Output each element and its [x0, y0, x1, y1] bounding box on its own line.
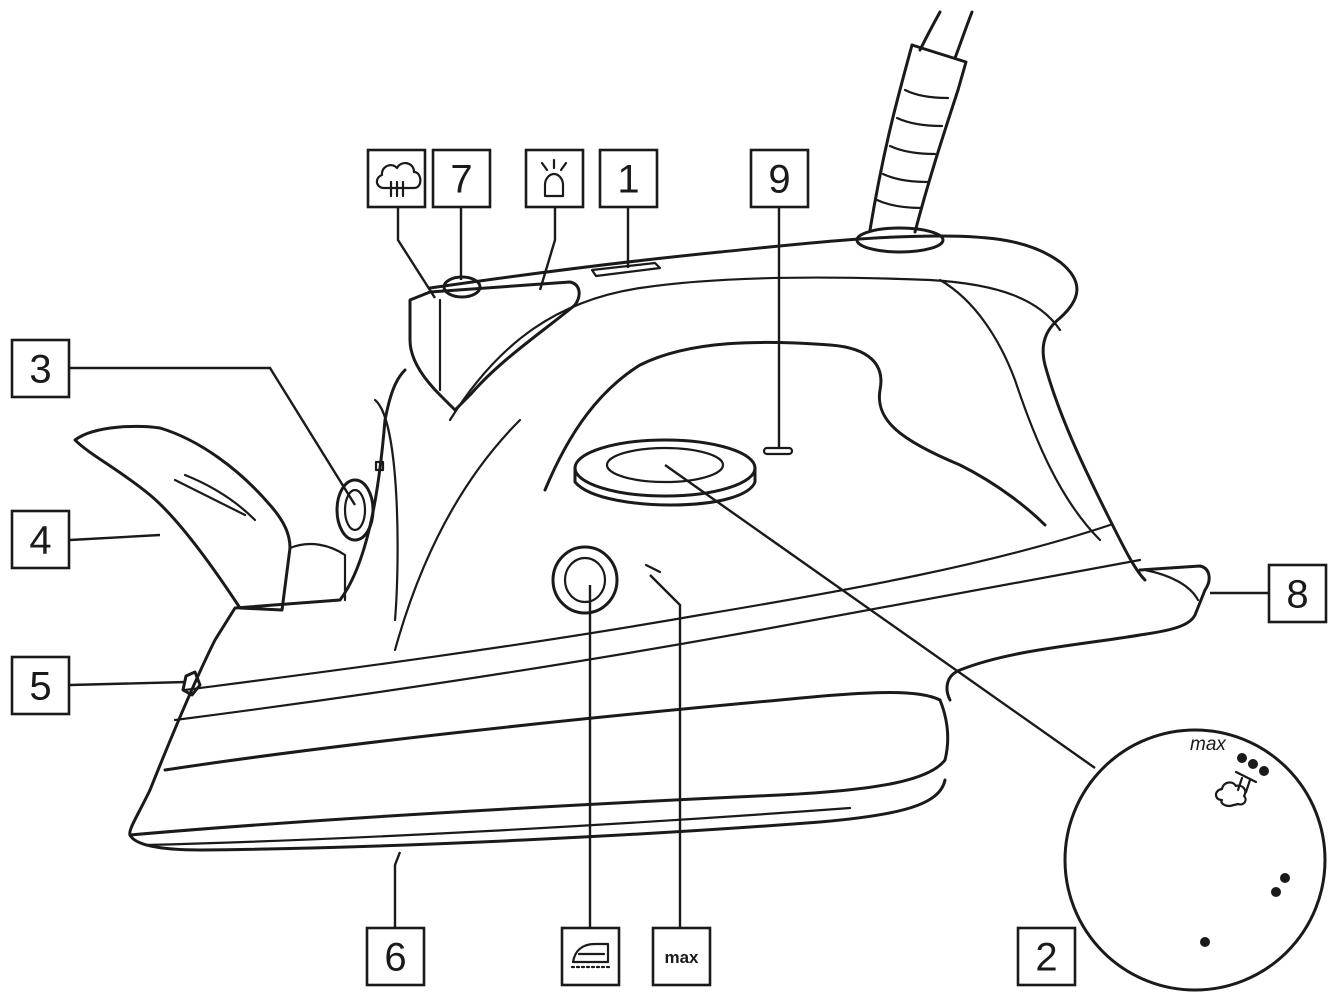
leader-lines: [69, 205, 1268, 928]
temperature-dial-top: [573, 438, 757, 507]
label-5: 5: [10, 655, 71, 716]
iron-illustration: [73, 10, 1211, 852]
self-clean-soleplate-icon: [560, 926, 621, 987]
soleplate: [128, 698, 950, 837]
spray-icon: [524, 148, 585, 209]
svg-text:5: 5: [29, 665, 51, 709]
steam-icon: [1214, 781, 1247, 808]
anti-calc-knob: [551, 545, 619, 615]
dial-dot: [1248, 759, 1258, 769]
label-3: 3: [10, 338, 71, 399]
top-slider: [590, 261, 662, 278]
cord-boot: [855, 226, 945, 254]
temperature-dial-zoom: max: [1063, 728, 1327, 992]
shot-of-steam-icon: [366, 148, 427, 209]
svg-text:max: max: [664, 948, 699, 967]
svg-text:2: 2: [1035, 936, 1057, 980]
dial-dot: [1271, 887, 1281, 897]
label-9: 9: [749, 148, 810, 209]
heel-rest: [945, 564, 1211, 702]
control-block: [408, 280, 581, 412]
indicator-light: [762, 446, 794, 456]
dial-dot: [1237, 753, 1247, 763]
power-cord: [868, 10, 974, 234]
self-clean-button: [335, 460, 385, 542]
svg-text:7: 7: [450, 158, 472, 202]
handle-top: [428, 234, 1147, 582]
spray-nozzle: [181, 670, 202, 697]
label-6: 6: [365, 926, 426, 987]
max-fill-icon: max: [651, 926, 712, 987]
label-8: 8: [1267, 563, 1328, 624]
svg-text:4: 4: [29, 519, 51, 563]
svg-text:3: 3: [29, 348, 51, 392]
handle-opening: [543, 340, 1047, 527]
dial-dot: [1280, 873, 1290, 883]
iron-front: [128, 368, 407, 837]
svg-text:8: 8: [1286, 573, 1308, 617]
label-4: 4: [10, 509, 71, 570]
dial-dot: [1259, 766, 1269, 776]
svg-text:1: 1: [617, 158, 639, 202]
label-7: 7: [431, 148, 492, 209]
dial-dot: [1200, 937, 1210, 947]
svg-text:6: 6: [384, 936, 406, 980]
svg-text:max: max: [1190, 734, 1227, 755]
water-inlet-flap: [73, 424, 292, 612]
label-1: 1: [598, 148, 659, 209]
label-2: 2: [1016, 926, 1077, 987]
svg-text:9: 9: [768, 158, 790, 202]
